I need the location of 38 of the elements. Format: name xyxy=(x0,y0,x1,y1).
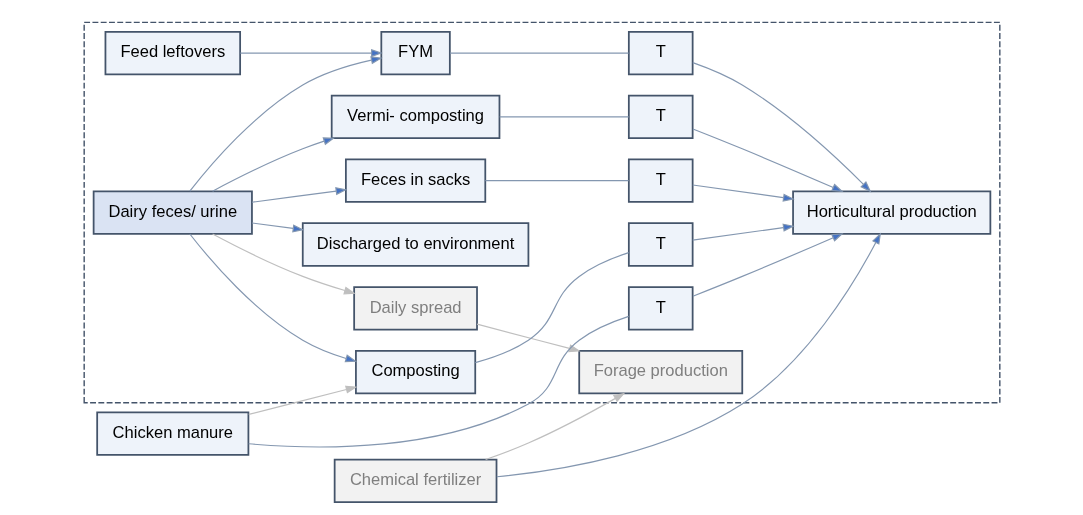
arrow xyxy=(495,232,881,478)
arrow xyxy=(188,56,383,192)
node-box: T xyxy=(627,222,694,267)
arrow xyxy=(691,62,871,193)
node-box: Horticultural production xyxy=(791,190,991,235)
node-box: Chemical fertilizer xyxy=(333,458,497,503)
arrow xyxy=(247,385,357,416)
arrow xyxy=(239,48,383,58)
arrow xyxy=(691,184,795,202)
node-box: Feed leftovers xyxy=(104,30,241,76)
connector xyxy=(498,116,629,118)
node-box: T xyxy=(627,94,694,140)
arrow xyxy=(211,233,356,295)
node-box: T xyxy=(627,30,694,76)
arrow xyxy=(691,233,844,297)
node-box: Feces in sacks xyxy=(344,158,486,203)
arrow xyxy=(691,128,844,192)
arrow xyxy=(188,233,357,363)
node-box: Dairy feces/ urine xyxy=(92,190,253,235)
node-box: Composting xyxy=(354,349,476,395)
arrow xyxy=(691,223,795,241)
node-box: Forage production xyxy=(577,349,743,395)
arrow xyxy=(476,323,581,353)
arrow xyxy=(484,392,625,461)
node-box: Daily spread xyxy=(352,286,478,331)
node-box: Chicken manure xyxy=(95,411,249,456)
connector xyxy=(448,52,629,54)
connector xyxy=(247,315,629,448)
arrow xyxy=(211,137,335,192)
arrow xyxy=(250,222,304,233)
arrow xyxy=(250,187,347,203)
node-box: Vermi- composting xyxy=(330,94,500,140)
node-box: T xyxy=(627,286,694,331)
node-box: FYM xyxy=(379,30,451,76)
connector xyxy=(484,180,629,182)
node-box: Discharged to environment xyxy=(301,222,529,267)
node-box: T xyxy=(627,158,694,203)
connector xyxy=(474,252,629,364)
